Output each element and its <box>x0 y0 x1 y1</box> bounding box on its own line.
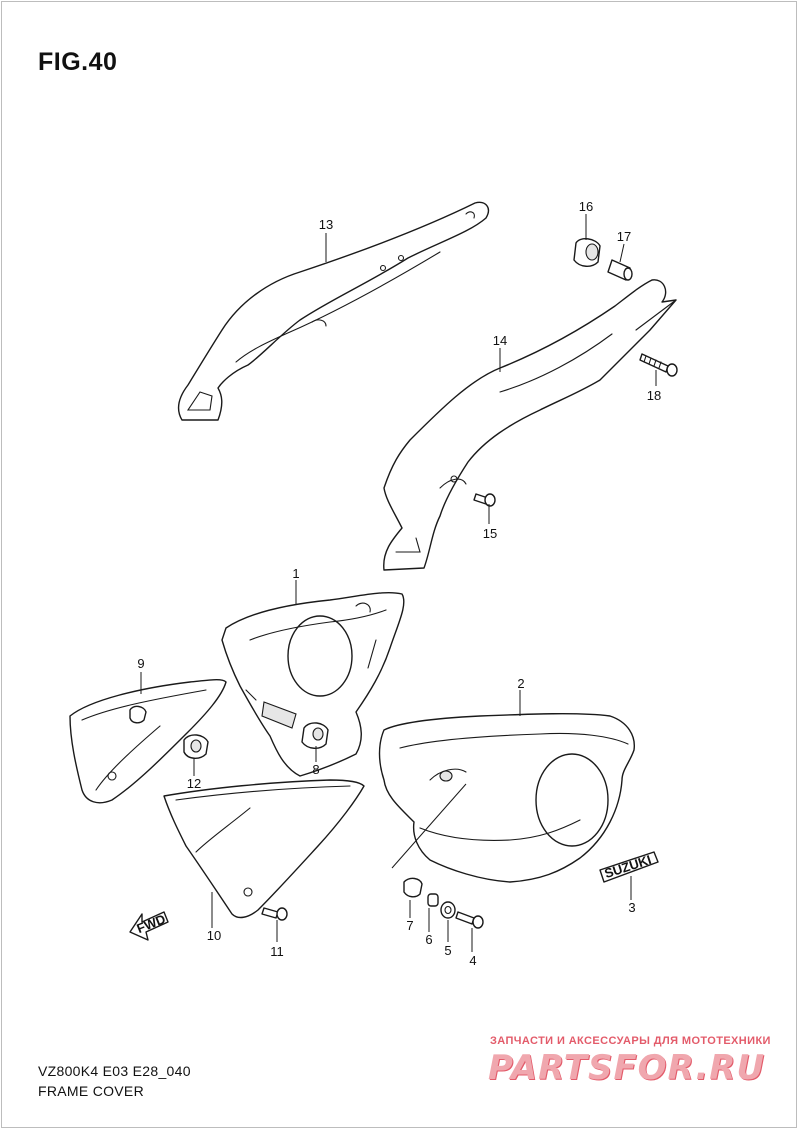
part-13-upper-frame-cover[interactable] <box>177 201 490 421</box>
callout-3: 3 <box>628 900 635 915</box>
section-name: FRAME COVER <box>38 1083 144 1099</box>
part-6-collar[interactable] <box>427 893 439 907</box>
callout-numbers: 1 2 3 4 5 6 7 8 9 10 11 12 13 14 15 16 1… <box>137 199 661 968</box>
callout-18: 18 <box>647 388 661 403</box>
part-15-screw[interactable] <box>473 493 496 507</box>
part-9-side-panel[interactable] <box>69 679 227 804</box>
emblem-text: SUZUKI <box>603 852 654 881</box>
callout-13: 13 <box>319 217 333 232</box>
callout-7: 7 <box>406 918 413 933</box>
figure-title: FIG.40 <box>38 48 118 76</box>
model-code: VZ800K4 E03 E28_040 <box>38 1063 191 1079</box>
part-2-main-frame-cover[interactable] <box>378 712 635 883</box>
callout-11: 11 <box>270 944 284 959</box>
callout-9: 9 <box>137 656 144 671</box>
callout-6: 6 <box>425 932 432 947</box>
part-1-cover-bracket[interactable] <box>221 591 405 777</box>
fwd-arrow: FWD <box>129 911 169 941</box>
part-17-collar[interactable] <box>607 259 633 281</box>
part-18-bolt[interactable] <box>639 353 678 377</box>
callout-12: 12 <box>187 776 201 791</box>
callout-16: 16 <box>579 199 593 214</box>
callout-4: 4 <box>469 953 476 968</box>
callout-17: 17 <box>617 229 631 244</box>
callout-14: 14 <box>493 333 507 348</box>
part-10-lower-side-panel[interactable] <box>163 779 365 919</box>
part-7-grommet[interactable] <box>403 877 423 898</box>
part-11-screw[interactable] <box>261 907 288 921</box>
part-5-washer[interactable] <box>440 901 456 919</box>
callout-8: 8 <box>312 762 319 777</box>
part-16-grommet[interactable] <box>573 238 601 267</box>
part-8-grommet[interactable] <box>301 722 329 749</box>
fwd-text: FWD <box>135 911 168 936</box>
callout-1: 1 <box>292 566 299 581</box>
part-14-lower-frame-cover[interactable] <box>383 279 677 571</box>
callout-2: 2 <box>517 676 524 691</box>
callout-15: 15 <box>483 526 497 541</box>
watermark-tagline: ЗАПЧАСТИ И АКСЕССУАРЫ ДЛЯ МОТОТЕХНИКИ <box>490 1035 771 1047</box>
leader-lines <box>140 214 657 952</box>
part-12-grommet[interactable] <box>129 705 209 759</box>
callout-10: 10 <box>207 928 221 943</box>
part-3-emblem[interactable]: SUZUKI <box>599 851 659 883</box>
watermark-logo: PARTSFOR.RU <box>488 1048 766 1088</box>
part-4-bolt[interactable] <box>455 911 484 929</box>
callout-5: 5 <box>444 943 451 958</box>
